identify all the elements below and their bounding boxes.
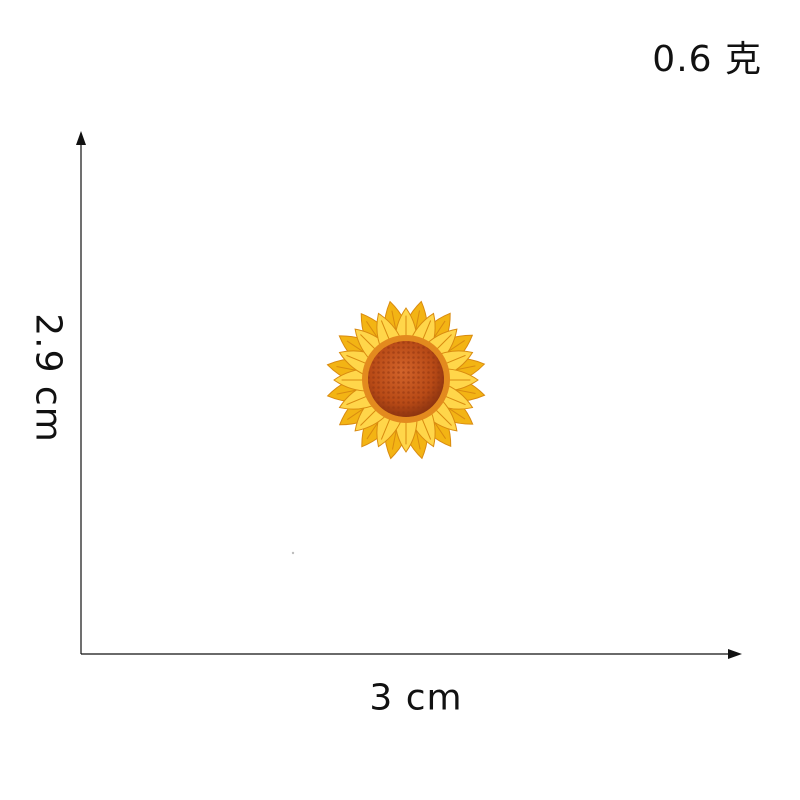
width-dimension-label: 3 cm [369, 677, 463, 719]
horizontal-arrowhead [728, 649, 742, 659]
dust-speck [291, 551, 295, 555]
sunflower-seed-texture [368, 341, 444, 417]
height-dimension-label: 2.9 cm [27, 313, 69, 443]
weight-label: 0.6 克 [652, 39, 762, 80]
vertical-arrowhead [76, 131, 86, 145]
sunflower-patch-image [326, 300, 486, 460]
